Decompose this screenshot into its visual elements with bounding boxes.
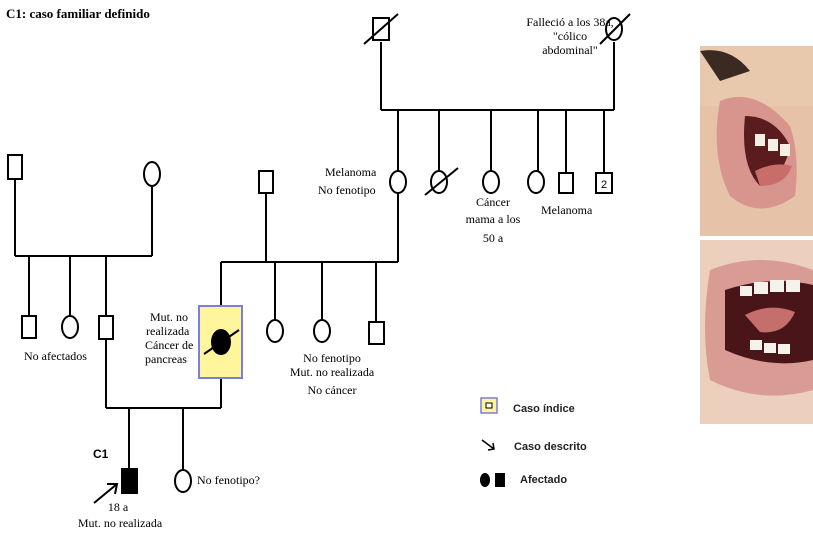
mother-affected-deceased — [203, 329, 240, 355]
label-colico: "cólico — [552, 29, 588, 43]
label-fallecio: Falleció a los 38a, — [526, 15, 614, 29]
label-50a: 50 a — [482, 231, 504, 245]
label-mama: mama a los — [465, 212, 521, 226]
label-no-fenotipo-mid: No fenotipo — [303, 351, 361, 365]
grandfather-paternal-top — [363, 13, 399, 45]
grandfather-middle — [258, 170, 274, 194]
sibling-melanoma-male — [558, 172, 574, 194]
grandfather-left — [7, 154, 23, 180]
sibling-deceased-female — [424, 167, 459, 196]
label-no-afectados: No afectados — [24, 349, 87, 363]
label-pancreas: pancreas — [145, 352, 187, 366]
clinical-photo-bottom — [700, 240, 813, 424]
clinical-photo-top — [700, 46, 813, 236]
proband-affected-male — [121, 468, 138, 494]
aunt-middle-2 — [313, 319, 331, 343]
legend-caso-indice: Caso índice — [513, 403, 575, 415]
sister-female — [174, 469, 192, 493]
label-mut-no: Mut. no — [150, 310, 189, 324]
sibling-female — [527, 170, 545, 194]
label-mut-no-realizada-mid: Mut. no realizada — [289, 365, 375, 379]
label-cancer: Cáncer — [476, 195, 510, 209]
label-18a: 18 a — [107, 500, 129, 514]
legend-caso-descrito: Caso descrito — [514, 441, 587, 453]
label-cancer-de: Cáncer de — [145, 338, 194, 352]
grandmother-paternal-top — [599, 13, 631, 45]
legend-afectado: Afectado — [520, 474, 568, 486]
aunt-middle-1 — [266, 319, 284, 343]
sibling-breast-cancer-female — [482, 170, 500, 194]
father — [98, 315, 114, 340]
sibling-melanoma-female — [389, 170, 407, 194]
figure-title: C1: caso familiar definido — [6, 6, 150, 21]
label-no-fenotipo-q: No fenotipo? — [197, 473, 260, 487]
uncle-left-1 — [21, 315, 37, 339]
label-melanoma-right: Melanoma — [541, 203, 593, 217]
label-abdominal: abdominal" — [542, 43, 598, 57]
label-melanoma-left: Melanoma — [325, 165, 377, 179]
legend-arrow-icon — [481, 439, 495, 451]
label-mut-no-realizada-bottom: Mut. no realizada — [77, 516, 163, 530]
aunt-left — [61, 315, 79, 339]
legend-affected-female-icon — [480, 473, 490, 487]
uncle-middle — [368, 321, 385, 345]
legend-affected-male-icon — [495, 473, 505, 487]
label-realizada: realizada — [146, 324, 190, 338]
siblings-count: 2 — [601, 179, 607, 191]
pedigree-lines — [14, 42, 615, 470]
label-c1: C1 — [93, 447, 109, 461]
grandmother-left — [143, 161, 161, 187]
label-no-cancer: No cáncer — [307, 383, 357, 397]
label-no-fenotipo-left: No fenotipo — [318, 183, 376, 197]
proband-arrow — [93, 483, 119, 504]
siblings-group-male — [595, 172, 613, 194]
